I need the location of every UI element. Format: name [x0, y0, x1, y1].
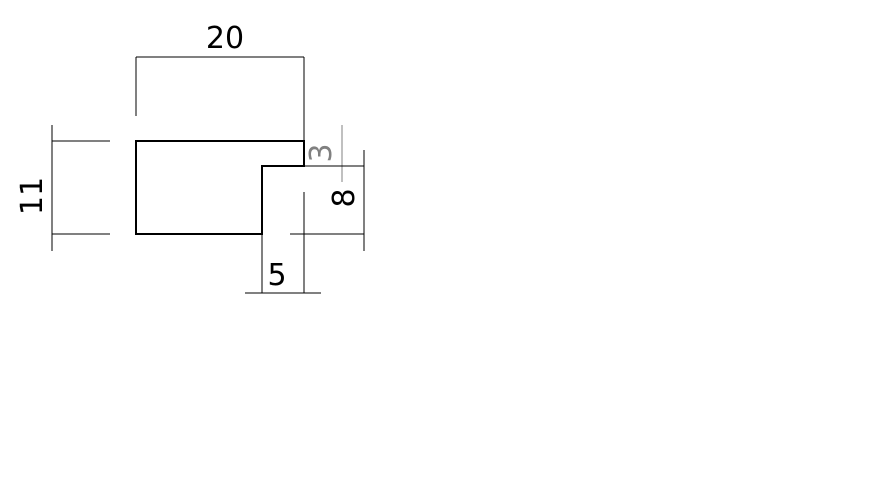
dimension-value-step-width: 5: [267, 258, 286, 293]
dimension-width-top: 20: [135, 21, 305, 141]
dimension-value-step-depth: 3: [304, 143, 339, 162]
dimension-step-width: 5: [245, 192, 321, 294]
dimension-step-height: 8: [290, 150, 365, 251]
dimension-height-left: 11: [15, 125, 110, 251]
dimension-value-step-height: 8: [327, 188, 362, 207]
dimension-value-height-left: 11: [15, 177, 50, 215]
dimension-step-depth: 3: [304, 125, 343, 182]
part-profile-outline: [135, 140, 305, 235]
dimension-value-width-top: 20: [206, 21, 244, 56]
